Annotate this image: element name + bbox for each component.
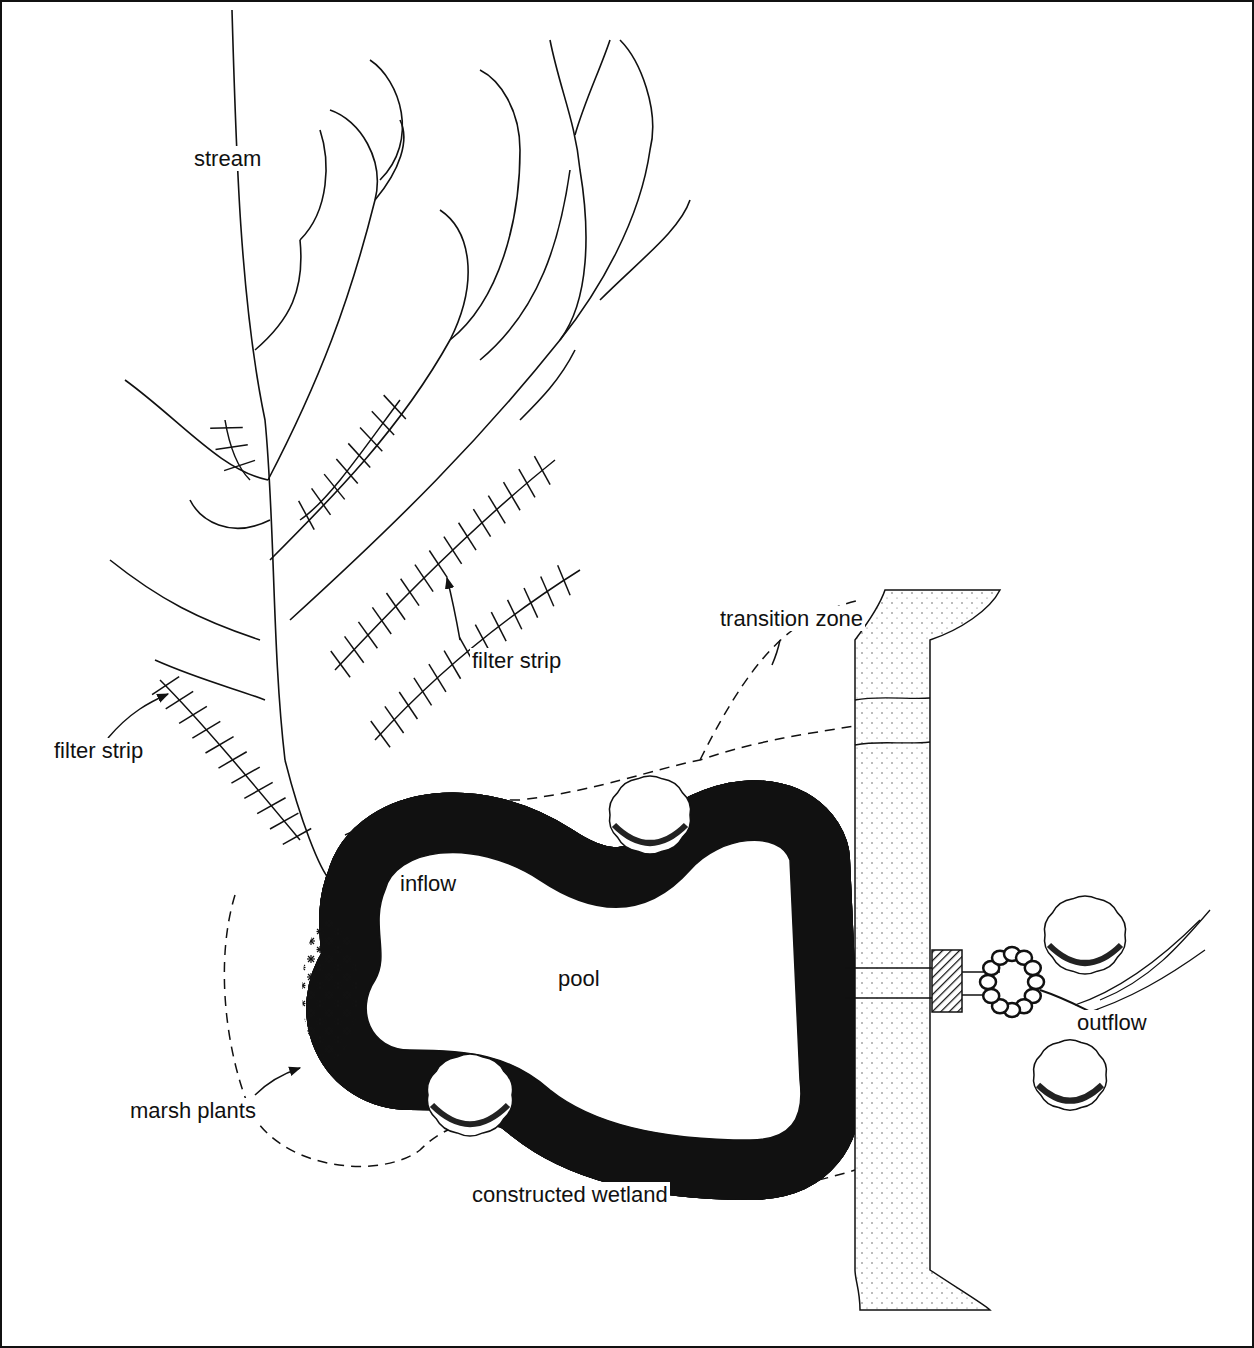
filter-tick (444, 537, 462, 564)
filter-tick (459, 523, 476, 550)
filter-tick (299, 501, 315, 530)
riprap-stone (980, 975, 996, 989)
riprap-stone (1028, 975, 1044, 989)
filter-tick (519, 469, 535, 497)
tree (1044, 896, 1125, 974)
filter-tick (206, 737, 234, 753)
label-text: stream (192, 146, 263, 171)
filter-tick (244, 782, 272, 798)
tree-shade (614, 825, 686, 843)
tree-shade (432, 1105, 508, 1124)
filter-tick (429, 664, 446, 692)
filter-tick (541, 576, 554, 606)
filter-tick (270, 813, 298, 829)
filter-tick (504, 482, 521, 510)
filter-tick (372, 411, 394, 435)
label-text: marsh plants (128, 1098, 258, 1123)
riprap-stone (1025, 961, 1041, 975)
filter-tick (415, 565, 433, 592)
filter-tick (312, 488, 331, 514)
filter-tick (429, 550, 447, 577)
label-text: constructed wetland (470, 1182, 670, 1207)
filter-tick (372, 607, 391, 634)
tree-shade (1049, 945, 1121, 963)
filter-tick (358, 622, 377, 648)
filter-tick (231, 767, 259, 783)
filter-tick (336, 459, 357, 484)
filter-tick (384, 395, 406, 419)
label-text: inflow (398, 871, 458, 896)
filter-tick (444, 651, 460, 679)
filter-tick (488, 496, 505, 524)
filter-tick (179, 706, 207, 723)
filter-tick (324, 474, 345, 499)
filter-tick (399, 692, 417, 719)
label-text: filter strip (52, 738, 145, 763)
tree-shade (1038, 1085, 1102, 1101)
filter-tick (219, 752, 247, 768)
label-text: outflow (1075, 1010, 1149, 1035)
filter-tick (360, 427, 382, 451)
riprap-stone (983, 989, 999, 1003)
filter-tick (166, 691, 193, 708)
filter-tick (491, 612, 506, 641)
filter-tick (473, 509, 490, 537)
tree (427, 1054, 512, 1136)
filter-tick (224, 460, 255, 470)
filter-tick (386, 593, 405, 620)
filter-tick (524, 588, 538, 618)
filter-tick (401, 579, 419, 606)
filter-tick (216, 445, 248, 450)
filter-tick (283, 828, 311, 844)
filter-tick (414, 678, 432, 705)
label-text: filter strip (470, 648, 563, 673)
filter-tick (152, 677, 179, 695)
filter-tick (558, 565, 570, 595)
filter-tick (331, 651, 350, 677)
filter-tick (508, 600, 522, 629)
label-text: pool (556, 966, 602, 991)
filter-tick (534, 456, 550, 485)
filter-tick (345, 636, 364, 662)
filter-tick (210, 427, 243, 429)
tree (609, 776, 690, 854)
tree (1034, 1040, 1107, 1110)
label-text: transition zone (718, 606, 865, 631)
filter-tick (348, 443, 370, 467)
filter-tick (385, 706, 404, 733)
filter-tick (371, 721, 390, 747)
filter-tick (257, 798, 285, 814)
filter-tick (192, 721, 220, 738)
